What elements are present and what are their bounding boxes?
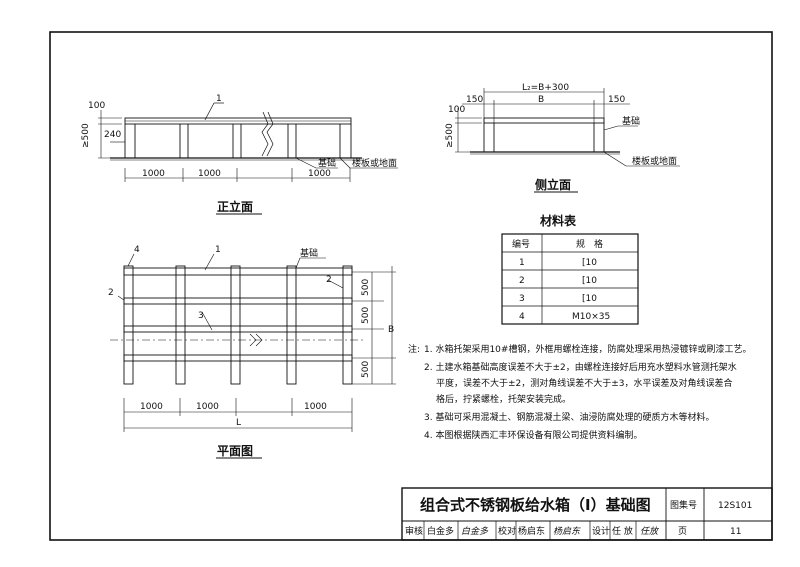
title-block (401, 487, 773, 541)
front-dim-1000-a: 1000 (142, 169, 165, 179)
front-elevation (98, 102, 398, 215)
plan-dim-1000-c: 1000 (304, 402, 327, 412)
side-view-title: 侧立面 (535, 177, 571, 192)
sheet-frame (49, 31, 773, 541)
atlas-number: 12S101 (718, 501, 752, 511)
side-label-floor: 楼板或地面 (632, 155, 677, 167)
materials-row-1-spec: [10 (582, 258, 597, 268)
materials-row-3-spec: [10 (582, 294, 597, 304)
side-dim-150-left: 150 (466, 95, 483, 105)
plan-dim-1000-b: 1000 (196, 402, 219, 412)
materials-header-no: 编号 (512, 238, 530, 250)
side-dim-150-right: 150 (608, 95, 625, 105)
materials-header-spec: 规 格 (576, 238, 603, 250)
page-label: 页 (678, 526, 687, 537)
review-signature: 白金多 (461, 526, 489, 537)
materials-table (501, 233, 639, 325)
materials-row-4-no: 4 (519, 312, 525, 322)
note-line-4: 格后，拧紧螺栓，托架安装完成。 (436, 393, 571, 405)
side-dim-b: B (538, 95, 544, 105)
side-dim-total: L₂=B+300 (522, 83, 569, 93)
front-dim-240: 240 (104, 130, 121, 140)
plan-item-1: 1 (215, 245, 221, 255)
side-dim-height: ≥500 (445, 123, 455, 148)
design-name: 任 放 (612, 525, 633, 537)
front-dim-1000-b: 1000 (198, 169, 221, 179)
notes-prefix: 注: (408, 343, 420, 355)
materials-row-2-spec: [10 (582, 276, 597, 286)
side-label-foundation: 基础 (622, 115, 640, 127)
materials-row-3-no: 3 (519, 294, 525, 304)
check-signature: 杨启东 (553, 526, 581, 537)
side-dim-top: 100 (448, 105, 465, 115)
plan-view (110, 253, 396, 459)
drawing-title: 组合式不锈钢板给水箱（Ⅰ）基础图 (420, 496, 651, 514)
plan-dim-500-c: 500 (361, 361, 371, 378)
plan-item-3: 3 (198, 311, 204, 321)
atlas-label: 图集号 (670, 499, 697, 511)
side-elevation (455, 88, 680, 193)
plan-item-2-left: 2 (108, 288, 114, 298)
plan-dim-b: B (388, 325, 394, 335)
design-label: 设计 (592, 525, 610, 537)
materials-row-4-spec: M10×35 (572, 312, 610, 322)
plan-dim-500-b: 500 (361, 307, 371, 324)
front-dim-height: ≥500 (81, 123, 91, 148)
front-label-foundation: 基础 (318, 157, 336, 169)
note-line-3: 平度，误差不大于±2，测对角线误差不大于±3，水平误差及对角线误差合 (436, 377, 733, 389)
front-dim-top: 100 (88, 101, 105, 111)
check-label: 校对 (498, 525, 516, 537)
plan-label-foundation: 基础 (300, 247, 318, 259)
note-line-5: 3. 基础可采用混凝土、钢筋混凝土梁、油浸防腐处理的硬质方木等材料。 (424, 411, 714, 423)
note-line-6: 4. 本图根据陕西汇丰环保设备有限公司提供资料编制。 (424, 429, 642, 441)
materials-title: 材料表 (539, 213, 577, 228)
plan-item-2-right: 2 (326, 275, 332, 285)
materials-row-2-no: 2 (519, 276, 525, 286)
page-number: 11 (730, 527, 741, 537)
front-item-1: 1 (216, 94, 222, 104)
plan-dim-500-a: 500 (361, 279, 371, 296)
plan-dim-l: L (236, 418, 241, 428)
design-signature: 任放 (640, 526, 660, 537)
materials-row-1-no: 1 (519, 258, 525, 268)
plan-item-4: 4 (134, 245, 140, 255)
check-name: 杨启东 (518, 525, 545, 537)
plan-dim-1000-a: 1000 (140, 402, 163, 412)
front-view-title: 正立面 (217, 199, 253, 214)
note-line-1: 1. 水箱托架采用10#槽钢，外框用螺栓连接，防腐处理采用热浸镀锌或刷漆工艺。 (424, 343, 751, 355)
front-dim-1000-c: 1000 (308, 169, 331, 179)
review-name: 白金多 (427, 525, 454, 537)
review-label: 审核 (405, 525, 423, 537)
plan-view-title: 平面图 (217, 444, 253, 458)
front-label-floor: 楼板或地面 (352, 157, 397, 169)
note-line-2: 2. 土建水箱基础高度误差不大于±2，由螺栓连接好后用充水塑料水管测托架水 (424, 361, 737, 373)
